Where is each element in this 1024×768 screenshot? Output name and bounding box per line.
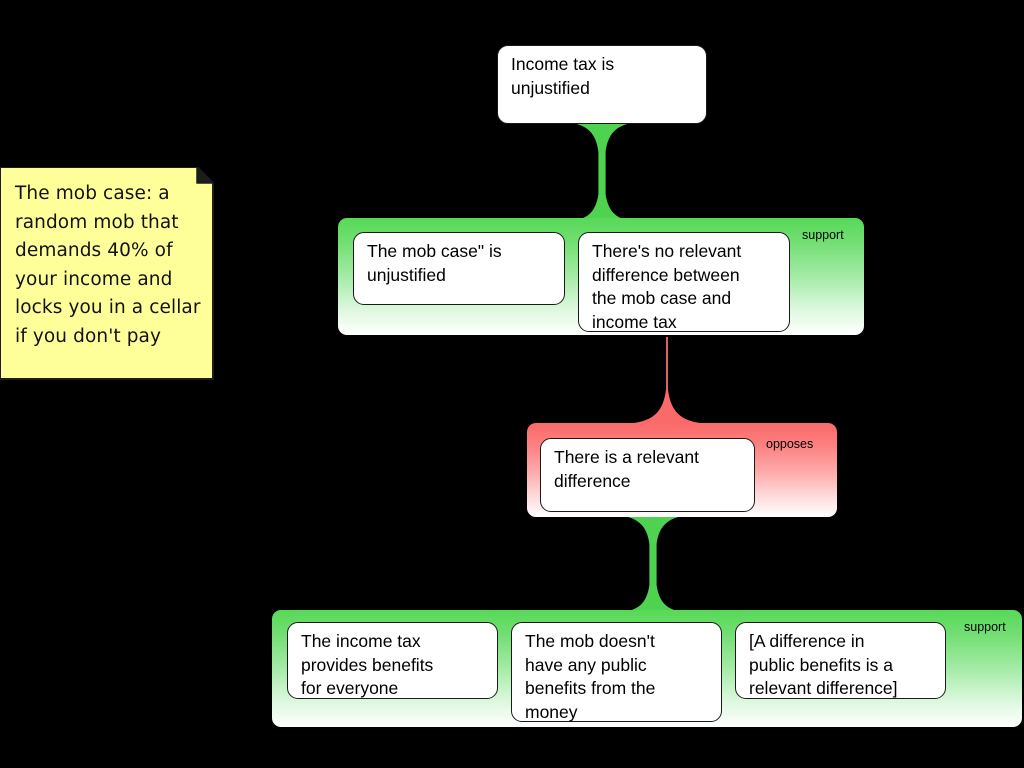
- connector-root-to-support-1: [566, 118, 638, 224]
- connector-opposes-to-support-2: [617, 511, 689, 615]
- claim-root[interactable]: Income tax is unjustified: [497, 45, 707, 124]
- group-label-support-2: support: [964, 620, 1006, 634]
- group-label-support-1: support: [802, 228, 844, 242]
- claim-support-2-1[interactable]: The mob doesn't have any public benefits…: [511, 622, 722, 722]
- claim-support-1-0[interactable]: The mob case" is unjustified: [353, 232, 565, 305]
- claim-opposes-1-0[interactable]: There is a relevant difference: [540, 438, 755, 512]
- claim-support-1-1[interactable]: There's no relevant difference between t…: [578, 232, 790, 332]
- group-label-opposes-1: opposes: [766, 437, 814, 451]
- claim-support-2-2[interactable]: [A difference in public benefits is a re…: [735, 622, 946, 699]
- claim-support-2-0[interactable]: The income tax provides benefits for eve…: [287, 622, 498, 699]
- connector-support-1-to-opposes: [634, 331, 700, 425]
- sticky-note[interactable]: [0, 167, 215, 381]
